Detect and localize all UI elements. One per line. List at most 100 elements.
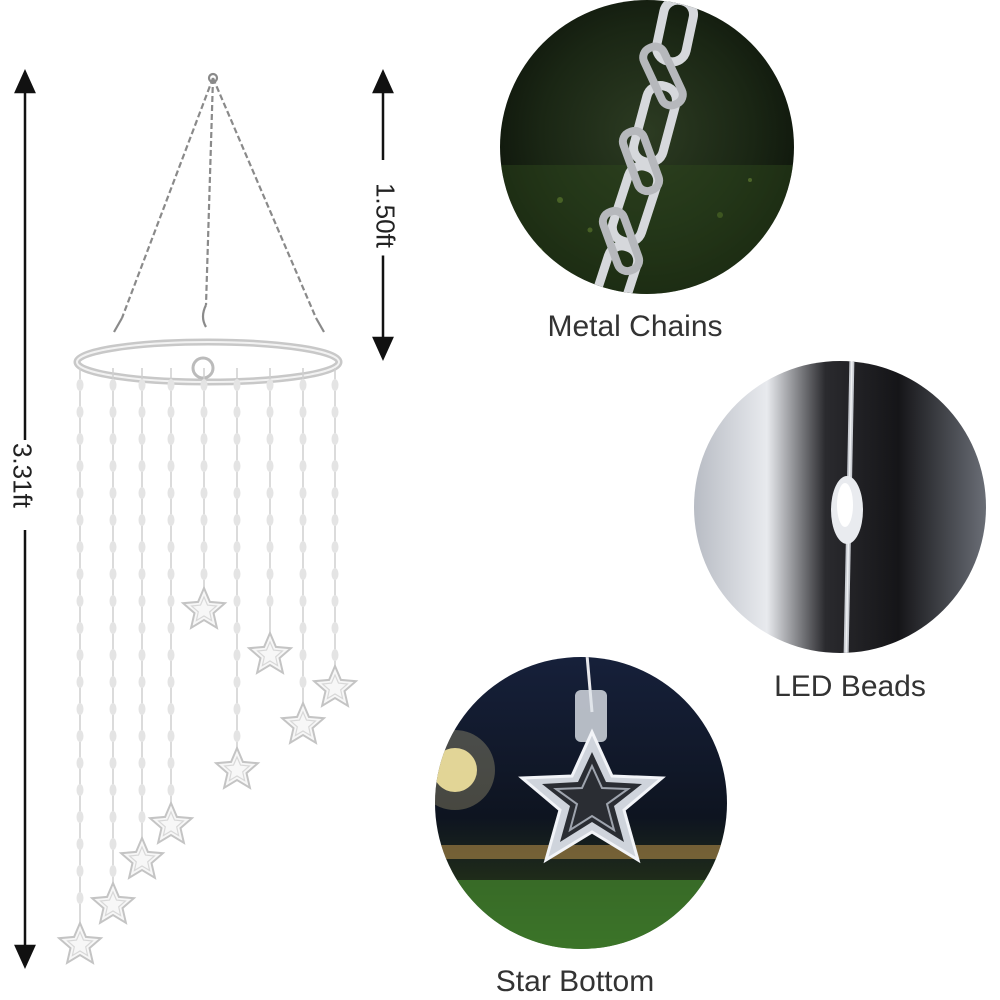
star-ornament-inner	[256, 640, 284, 667]
led-bead	[233, 433, 241, 445]
led-bead	[200, 460, 208, 472]
led-bead	[76, 433, 84, 445]
led-bead	[167, 379, 175, 391]
led-bead	[138, 379, 146, 391]
led-bead	[266, 487, 274, 499]
led-bead	[76, 622, 84, 634]
led-bead	[233, 568, 241, 580]
led-bead	[200, 514, 208, 526]
led-bead	[76, 784, 84, 796]
led-bead	[76, 811, 84, 823]
led-bead	[233, 595, 241, 607]
led-bead	[76, 703, 84, 715]
led-bead	[76, 541, 84, 553]
led-bead	[76, 892, 84, 904]
led-bead	[331, 433, 339, 445]
led-bead	[200, 406, 208, 418]
led-bead	[138, 676, 146, 688]
led-bead	[233, 406, 241, 418]
led-bead	[76, 514, 84, 526]
star-ornament-inner	[190, 595, 218, 622]
led-bead	[76, 838, 84, 850]
hanging-chains	[113, 72, 325, 333]
led-bead	[233, 460, 241, 472]
led-bead	[331, 622, 339, 634]
led-bead	[138, 703, 146, 715]
led-bead	[266, 514, 274, 526]
led-bead	[331, 514, 339, 526]
led-bead	[167, 676, 175, 688]
led-bead	[167, 406, 175, 418]
led-beads-photo	[694, 361, 986, 653]
led-bead	[76, 757, 84, 769]
led-bead	[138, 514, 146, 526]
led-bead	[299, 514, 307, 526]
star-bottom-photo	[435, 657, 727, 949]
led-bead	[233, 730, 241, 742]
led-bead	[200, 541, 208, 553]
led-bead	[167, 757, 175, 769]
led-bead	[76, 730, 84, 742]
led-bead	[233, 703, 241, 715]
led-bead	[138, 649, 146, 661]
led-bead	[76, 487, 84, 499]
led-bead	[233, 514, 241, 526]
led-bead	[167, 784, 175, 796]
led-bead	[266, 379, 274, 391]
led-bead	[331, 568, 339, 580]
total-height-arrow	[14, 68, 36, 970]
led-bead	[299, 649, 307, 661]
led-bead	[76, 865, 84, 877]
led-bead	[299, 379, 307, 391]
led-bead	[109, 460, 117, 472]
led-bead	[299, 460, 307, 472]
led-bead	[109, 379, 117, 391]
star-ornament	[311, 663, 359, 708]
star-ornament-inner	[223, 755, 251, 782]
led-bead	[109, 703, 117, 715]
led-bead	[331, 406, 339, 418]
star-ornament	[118, 835, 166, 880]
star-ornament-inner	[128, 845, 156, 872]
led-bead	[109, 757, 117, 769]
led-bead	[299, 487, 307, 499]
led-bead	[109, 730, 117, 742]
led-bead	[331, 541, 339, 553]
led-bead	[109, 649, 117, 661]
led-bead	[109, 595, 117, 607]
led-bead	[109, 487, 117, 499]
led-bead	[167, 487, 175, 499]
star-ornament-inner	[66, 930, 94, 957]
chain-length-arrow	[372, 68, 394, 362]
metal-chains-caption: Metal Chains	[547, 310, 723, 343]
led-bead	[167, 649, 175, 661]
led-bead	[109, 568, 117, 580]
led-bead	[331, 649, 339, 661]
led-bead	[299, 433, 307, 445]
led-bead	[167, 595, 175, 607]
led-bead	[299, 595, 307, 607]
total-height-label: 3.31ft	[7, 442, 38, 509]
led-bead	[138, 541, 146, 553]
led-bead	[167, 541, 175, 553]
chain-length-label: 1.50ft	[369, 175, 401, 256]
star-bottom-caption: Star Bottom	[495, 965, 655, 998]
led-bead	[76, 406, 84, 418]
led-bead	[266, 406, 274, 418]
led-bead	[109, 676, 117, 688]
led-bead	[167, 433, 175, 445]
led-bead	[233, 487, 241, 499]
led-bead	[200, 433, 208, 445]
star-ornament-inner	[321, 673, 349, 700]
led-bead	[109, 838, 117, 850]
star-ornament-inner	[99, 890, 127, 917]
led-bead	[76, 379, 84, 391]
led-bead	[167, 703, 175, 715]
led-bead	[109, 433, 117, 445]
led-bead	[109, 622, 117, 634]
led-bead	[233, 541, 241, 553]
led-bead	[138, 757, 146, 769]
led-bead	[109, 541, 117, 553]
led-bead	[200, 379, 208, 391]
